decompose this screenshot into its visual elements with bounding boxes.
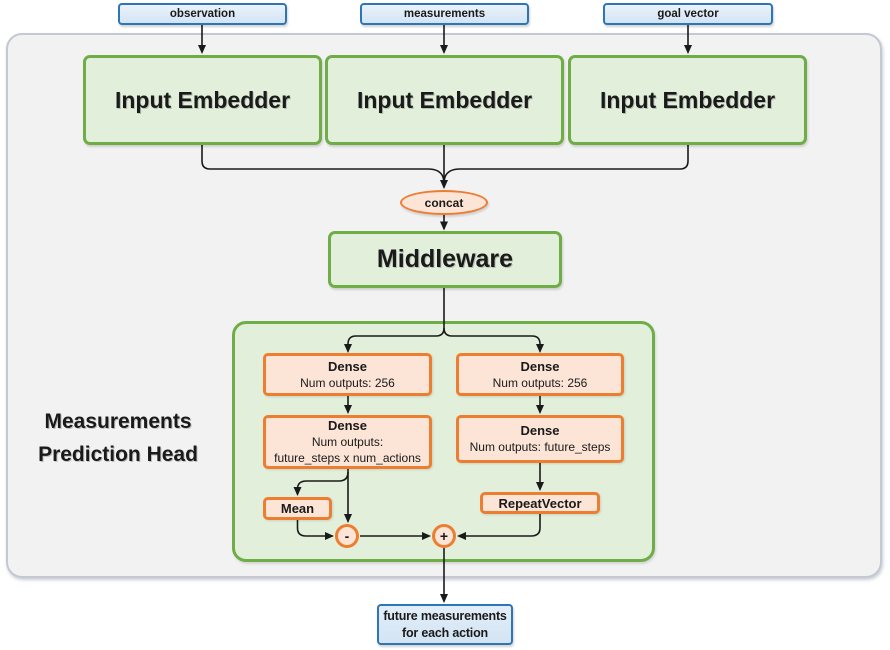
input-label-goal-vector: goal vector bbox=[657, 8, 719, 20]
output-box: future measurements for each action bbox=[377, 604, 513, 645]
middleware-box: Middleware bbox=[328, 231, 562, 288]
input-embedder-measurements: Input Embedder bbox=[325, 55, 564, 145]
input-box-observation: observation bbox=[118, 3, 287, 25]
dense-right-2-title: Dense bbox=[520, 423, 560, 438]
dense-left-2-title: Dense bbox=[327, 418, 368, 433]
dense-left-1: Dense Num outputs: 256 bbox=[263, 353, 432, 396]
plus-operator-node: + bbox=[432, 524, 456, 548]
minus-operator-node: - bbox=[335, 524, 359, 548]
input-box-goal-vector: goal vector bbox=[603, 3, 773, 25]
middleware-label: Middleware bbox=[376, 245, 514, 273]
dense-right-1-title: Dense bbox=[520, 358, 560, 374]
input-embedder-label: Input Embedder bbox=[114, 86, 291, 113]
dense-right-2-detail: Num outputs: future_steps bbox=[469, 440, 611, 454]
repeat-vector-label: RepeatVector bbox=[498, 495, 582, 511]
dense-right-1: Dense Num outputs: 256 bbox=[456, 353, 624, 396]
input-embedder-goal-vector: Input Embedder bbox=[568, 55, 807, 145]
plus-symbol: + bbox=[439, 528, 449, 544]
dense-left-2-detail-line2: future_steps x num_actions bbox=[274, 451, 421, 465]
input-label-measurements: measurements bbox=[403, 8, 486, 20]
dense-left-2-detail-line1: Num outputs: bbox=[311, 435, 384, 449]
input-embedder-label: Input Embedder bbox=[356, 86, 533, 113]
input-box-measurements: measurements bbox=[360, 3, 529, 25]
output-label-line1: future measurements bbox=[383, 608, 507, 623]
concat-node: concat bbox=[400, 190, 488, 215]
dense-right-1-detail: Num outputs: 256 bbox=[492, 375, 588, 390]
dense-left-2: Dense Num outputs: future_steps x num_ac… bbox=[263, 415, 432, 469]
dense-left-1-title: Dense bbox=[327, 358, 368, 374]
dense-left-1-detail: Num outputs: 256 bbox=[300, 375, 395, 390]
minus-symbol: - bbox=[344, 528, 350, 544]
prediction-head-title: Measurements Prediction Head bbox=[18, 405, 218, 471]
prediction-head-title-line2: Prediction Head bbox=[38, 443, 198, 466]
input-embedder-label: Input Embedder bbox=[599, 86, 776, 113]
dense-right-2: Dense Num outputs: future_steps bbox=[456, 415, 624, 463]
mean-label: Mean bbox=[280, 501, 315, 516]
mean-box: Mean bbox=[263, 497, 332, 520]
concat-label: concat bbox=[424, 195, 464, 210]
input-label-observation: observation bbox=[169, 8, 236, 20]
output-label-line2: for each action bbox=[402, 625, 488, 640]
input-embedder-observation: Input Embedder bbox=[83, 55, 322, 145]
prediction-head-title-line1: Measurements bbox=[44, 410, 192, 433]
repeat-vector-box: RepeatVector bbox=[480, 492, 600, 514]
